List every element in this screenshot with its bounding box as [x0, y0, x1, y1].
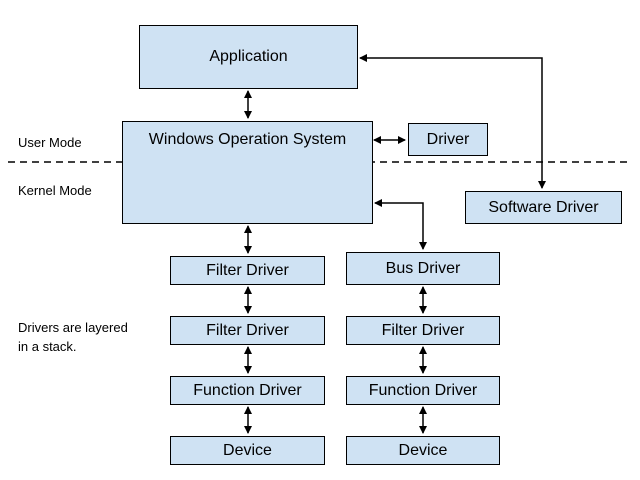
left-function-driver-box: Function Driver — [170, 376, 325, 405]
stack-note-line-1: Drivers are layered — [18, 320, 128, 335]
right-filter-driver-box: Filter Driver — [346, 316, 500, 345]
driver-box: Driver — [408, 123, 488, 156]
left-device-box: Device — [170, 436, 325, 465]
windows-os-box: Windows Operation System — [122, 121, 373, 224]
arrow-app-software-driver — [359, 54, 546, 189]
bus-driver-box: Bus Driver — [346, 252, 500, 285]
left-filter-driver-box-1: Filter Driver — [170, 256, 325, 285]
kernel-mode-label: Kernel Mode — [18, 183, 92, 198]
software-driver-box: Software Driver — [465, 191, 622, 224]
arrow-os-bus-driver — [374, 199, 427, 250]
right-function-driver-box: Function Driver — [346, 376, 500, 405]
stack-note-line-2: in a stack. — [18, 339, 77, 354]
right-device-box: Device — [346, 436, 500, 465]
application-box: Application — [139, 25, 358, 89]
left-filter-driver-box-2: Filter Driver — [170, 316, 325, 345]
user-mode-label: User Mode — [18, 135, 82, 150]
